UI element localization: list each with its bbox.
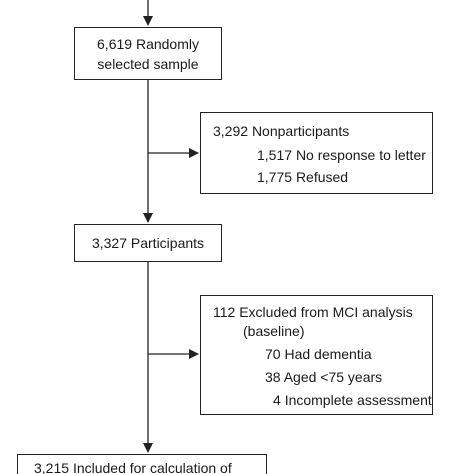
excluded-item-count: 38	[265, 369, 281, 385]
excluded-item: 4 Incomplete assessment	[273, 390, 432, 410]
excluded-item: 38 Aged <75 years	[265, 367, 382, 387]
excluded-item-count: 70	[265, 346, 281, 362]
nonparticipants-item-label: No response to letter	[295, 147, 426, 163]
nonparticipants-item: 1,775 Refused	[257, 167, 348, 187]
excluded-label: Excluded from MCI analysis	[239, 304, 413, 320]
excluded-label-line2: (baseline)	[243, 323, 305, 339]
nonparticipants-item-count: 1,517	[257, 147, 293, 163]
sample-box: 6,619 Randomly selected sample	[74, 27, 222, 80]
included-label: Included for calculation of	[72, 460, 232, 474]
excluded-box: 112 Excluded from MCI analysis (baseline…	[200, 295, 433, 415]
sample-line1-text: Randomly	[135, 36, 199, 52]
excluded-header: 112 Excluded from MCI analysis	[213, 302, 413, 322]
nonparticipants-item-label: Refused	[295, 169, 349, 185]
nonparticipants-box: 3,292 Nonparticipants 1,517 No response …	[200, 112, 433, 194]
included-count: 3,215	[34, 460, 70, 474]
participants-count: 3,327	[91, 235, 127, 251]
excluded-item: 70 Had dementia	[265, 344, 372, 364]
excluded-item-label: Incomplete assessment	[284, 392, 432, 408]
nonparticipants-label: Nonparticipants	[251, 123, 350, 139]
sample-count: 6,619	[97, 36, 133, 52]
participants-label: Participants	[130, 235, 205, 251]
included-line: 3,215 Included for calculation of	[34, 458, 232, 474]
participants-line: 3,327 Participants	[75, 233, 221, 253]
nonparticipants-item-count: 1,775	[257, 169, 293, 185]
sample-line-2: selected sample	[97, 56, 199, 72]
excluded-count: 112	[213, 304, 236, 320]
excluded-item-label: Aged <75 years	[283, 369, 383, 385]
nonparticipants-header: 3,292 Nonparticipants	[213, 121, 349, 141]
nonparticipants-count: 3,292	[213, 123, 249, 139]
sample-line-1: 6,619 Randomly	[75, 34, 221, 54]
included-box: 3,215 Included for calculation of	[17, 454, 267, 474]
nonparticipants-item: 1,517 No response to letter	[257, 145, 426, 165]
participants-box: 3,327 Participants	[74, 224, 222, 262]
excluded-item-label: Had dementia	[284, 346, 372, 362]
excluded-item-count: 4	[273, 392, 281, 408]
